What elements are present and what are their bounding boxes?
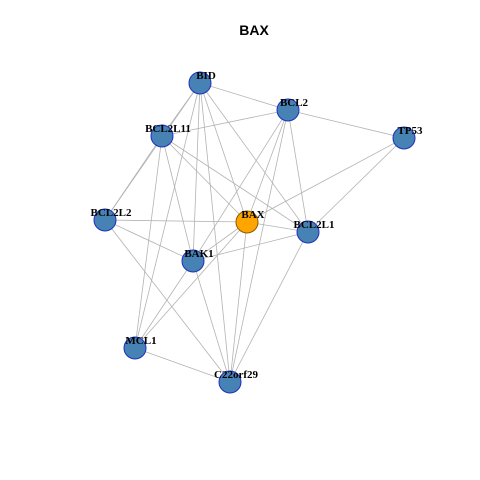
edge-bid-c22orf29 [199, 82, 231, 383]
edge-bcl2l1-c22orf29 [229, 231, 309, 383]
node-label-c22orf29: C22orf29 [214, 369, 258, 381]
node-tp53[interactable] [392, 126, 416, 150]
edge-bcl2l2-c22orf29 [104, 219, 231, 383]
edge-bid-bcl2l1 [199, 82, 309, 233]
node-bcl2l1[interactable] [296, 220, 320, 244]
node-label-bid: BID [196, 70, 216, 82]
edge-bcl2l11-bcl2l2 [104, 135, 163, 221]
node-label-bcl2l1: BCL2L1 [294, 219, 335, 231]
node-label-mcl1: MCL1 [125, 335, 156, 347]
edge-bcl2-bcl2l1 [287, 109, 309, 233]
node-c22orf29[interactable] [218, 370, 242, 394]
graph-title: BAX [239, 22, 269, 38]
edge-bcl2-bak1 [192, 109, 289, 262]
edge-layer [104, 82, 405, 383]
edge-bcl2-tp53 [287, 109, 405, 139]
edge-bcl2l2-bak1 [104, 219, 194, 262]
edge-bak1-mcl1 [134, 260, 194, 349]
node-layer [93, 71, 416, 394]
edge-bcl2l2-bax [104, 219, 248, 223]
edge-bcl2l11-bak1 [161, 135, 194, 262]
edge-bcl2-c22orf29 [229, 109, 289, 383]
node-label-bcl2l2: BCL2L2 [91, 207, 132, 219]
edge-bcl2-bcl2l11 [161, 109, 289, 137]
edge-bax-c22orf29 [229, 221, 248, 383]
node-label-bak1: BAK1 [184, 248, 213, 260]
node-label-bcl2l11: BCL2L11 [145, 123, 191, 135]
node-bcl2l2[interactable] [93, 208, 117, 232]
edge-bak1-c22orf29 [192, 260, 231, 383]
node-bak1[interactable] [181, 249, 205, 273]
node-bcl2[interactable] [276, 98, 300, 122]
node-bid[interactable] [188, 71, 212, 95]
edge-bcl2l1-bak1 [192, 231, 309, 262]
edge-bcl2l11-bax [161, 135, 248, 223]
node-bcl2l11[interactable] [150, 124, 174, 148]
edge-bid-bcl2 [199, 82, 289, 111]
edge-bid-mcl1 [134, 82, 201, 349]
edge-tp53-bax [246, 137, 405, 223]
edge-bax-mcl1 [134, 221, 248, 349]
node-label-bax: BAX [241, 209, 264, 221]
edge-bcl2l11-bcl2l1 [161, 135, 309, 233]
edge-bid-bak1 [192, 82, 201, 262]
node-label-bcl2: BCL2 [280, 97, 309, 109]
edge-bcl2l11-mcl1 [134, 135, 163, 349]
node-mcl1[interactable] [123, 336, 147, 360]
node-label-tp53: TP53 [397, 125, 423, 137]
edge-tp53-bcl2l1 [307, 137, 405, 233]
node-bax[interactable] [235, 210, 259, 234]
edge-bid-bax [199, 82, 248, 223]
edge-bcl2-bax [246, 109, 289, 223]
edge-mcl1-c22orf29 [134, 347, 231, 383]
